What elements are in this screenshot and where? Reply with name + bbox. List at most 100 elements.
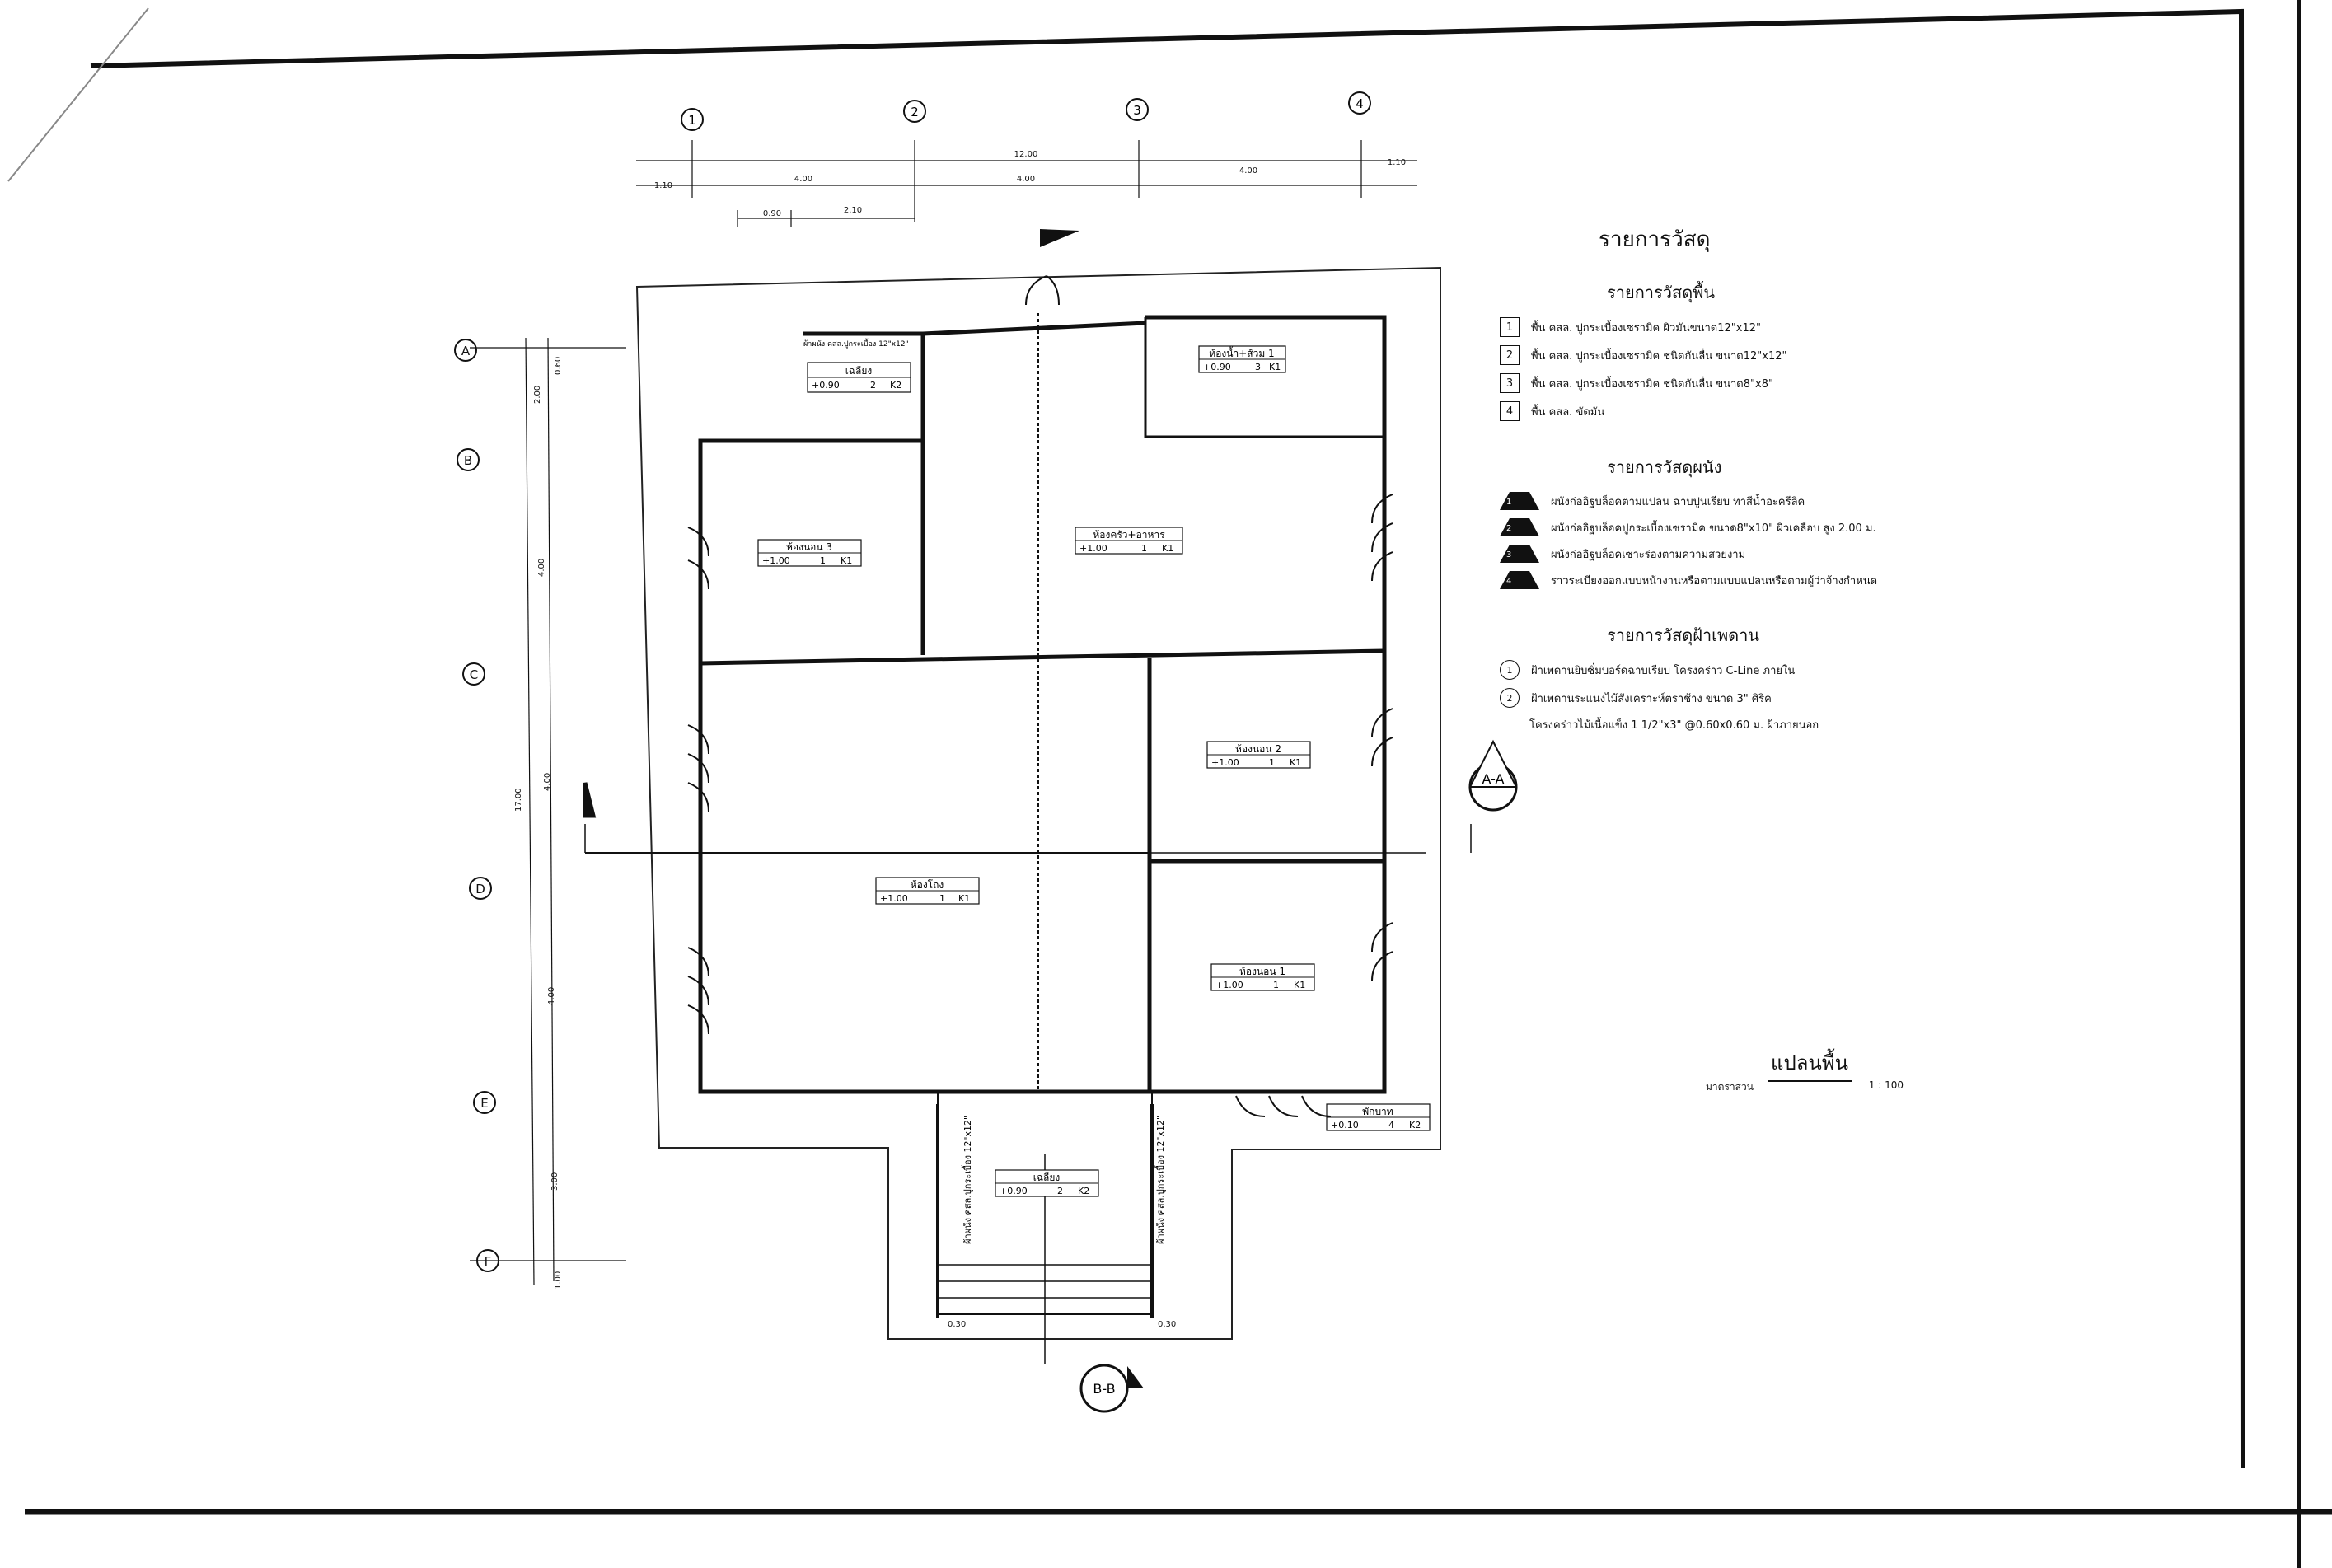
svg-text:4.00: 4.00 bbox=[1239, 166, 1257, 176]
svg-text:1: 1 bbox=[820, 555, 826, 566]
svg-text:+1.00: +1.00 bbox=[880, 893, 908, 904]
triangle-icon: 3 bbox=[1500, 545, 1539, 563]
floor-text: พื้น คสล. ปูกระเบื้องเซรามิค ชนิดกันลื่น… bbox=[1531, 377, 1773, 391]
page-corner-fold bbox=[7, 7, 149, 182]
svg-text:ห้องครัว+อาหาร: ห้องครัว+อาหาร bbox=[1093, 529, 1165, 541]
room-bathroom-1: ห้องน้ำ+ส้วม 1 +0.90 3 K1 bbox=[1198, 345, 1286, 373]
column-label-1: 1 bbox=[688, 113, 696, 128]
svg-text:D: D bbox=[475, 882, 485, 896]
svg-text:K2: K2 bbox=[1078, 1186, 1089, 1196]
north-flag bbox=[1040, 229, 1079, 247]
room-bedroom-1: ห้องนอน 1 +1.00 1 K1 bbox=[1210, 963, 1315, 991]
svg-text:ห้องนอน 1: ห้องนอน 1 bbox=[1239, 966, 1285, 977]
ceiling-text: ฝ้าเพดานระแนงไม้สังเคราะห์ตราช้าง ขนาด 3… bbox=[1531, 692, 1772, 705]
svg-text:K1: K1 bbox=[1269, 362, 1281, 372]
plan-title: แปลนพื้น bbox=[1768, 1046, 1852, 1082]
svg-text:2.00: 2.00 bbox=[533, 386, 542, 404]
svg-text:+0.90: +0.90 bbox=[1000, 1186, 1028, 1196]
svg-text:+1.00: +1.00 bbox=[1211, 757, 1239, 768]
sheet-border bbox=[90, 8, 2245, 1469]
svg-text:ห้องนอน 2: ห้องนอน 2 bbox=[1235, 743, 1281, 755]
legend-wall-item: 4 ราวระเบียงออกแบบหน้างานหรือตามแบบแปลนหร… bbox=[1500, 571, 2011, 589]
svg-text:K1: K1 bbox=[1290, 757, 1301, 768]
floor-code: 4 bbox=[1500, 401, 1520, 421]
windows bbox=[687, 275, 1393, 1117]
svg-text:K1: K1 bbox=[958, 893, 970, 904]
outer-walls bbox=[583, 313, 1472, 1094]
room-bedroom-3: ห้องนอน 3 +1.00 1 K1 bbox=[757, 539, 862, 567]
floor-code: 3 bbox=[1500, 373, 1520, 393]
triangle-icon: 1 bbox=[1500, 492, 1539, 510]
svg-text:0.60: 0.60 bbox=[554, 357, 563, 375]
svg-text:1: 1 bbox=[1269, 757, 1275, 768]
svg-text:1: 1 bbox=[1273, 980, 1279, 990]
room-bedroom-2: ห้องนอน 2 +1.00 1 K1 bbox=[1206, 741, 1311, 769]
svg-text:1.10: 1.10 bbox=[654, 181, 672, 190]
wall-text: ผนังก่ออิฐบล็อคตามแปลน ฉาบปูนเรียบ ทาสีน… bbox=[1551, 495, 1805, 508]
column-label-3: 3 bbox=[1133, 103, 1141, 118]
svg-text:K2: K2 bbox=[1409, 1120, 1421, 1130]
svg-text:+0.90: +0.90 bbox=[1203, 362, 1231, 372]
legend-floor-title: รายการวัสดุพื้น bbox=[1607, 283, 1716, 302]
svg-text:K1: K1 bbox=[841, 555, 852, 566]
svg-text:3.00: 3.00 bbox=[550, 1172, 560, 1191]
legend-floor-item: 3 พื้น คสล. ปูกระเบื้องเซรามิค ชนิดกันลื่… bbox=[1500, 373, 2011, 393]
svg-text:1.10: 1.10 bbox=[1388, 158, 1406, 167]
room-landing: พักบาท +0.10 4 K2 bbox=[1326, 1103, 1431, 1131]
svg-text:+1.00: +1.00 bbox=[1079, 543, 1107, 554]
left-dimension-lines bbox=[470, 337, 626, 1286]
svg-text:4.00: 4.00 bbox=[547, 987, 556, 1005]
svg-text:1: 1 bbox=[1141, 543, 1147, 554]
svg-text:4: 4 bbox=[1388, 1120, 1394, 1130]
section-marker-b: B-B bbox=[1044, 1154, 1144, 1413]
floor-code: 1 bbox=[1500, 317, 1520, 337]
svg-text:F: F bbox=[485, 1254, 492, 1269]
wall-text: ผนังก่ออิฐบล็อคเซาะร่องตามความสวยงาม bbox=[1551, 548, 1746, 561]
wall-note-top: ผ้าผนัง คสล.ปูกระเบื้อง 12"x12" bbox=[803, 338, 909, 349]
circle-icon: 1 bbox=[1500, 660, 1520, 680]
wall-note-right-porch: ผ้าผนัง คสล.ปูกระเบื้อง 12"x12" bbox=[1154, 1116, 1166, 1244]
svg-text:4.00: 4.00 bbox=[1017, 175, 1035, 184]
triangle-icon: 4 bbox=[1500, 571, 1539, 589]
room-kitchen-dining: ห้องครัว+อาหาร +1.00 1 K1 bbox=[1075, 527, 1183, 555]
circle-icon: 2 bbox=[1500, 688, 1520, 708]
svg-text:2: 2 bbox=[1057, 1186, 1063, 1196]
floor-text: พื้น คสล. ปูกระเบื้องเซรามิค ผิวมันขนาด1… bbox=[1531, 321, 1761, 335]
svg-text:K1: K1 bbox=[1162, 543, 1173, 554]
legend-ceiling-item: 2 ฝ้าเพดานระแนงไม้สังเคราะห์ตราช้าง ขนาด … bbox=[1500, 688, 2011, 708]
svg-text:12.00: 12.00 bbox=[1014, 150, 1038, 159]
top-dimension-lines bbox=[636, 140, 1417, 227]
svg-text:1.00: 1.00 bbox=[554, 1271, 563, 1290]
column-label-4: 4 bbox=[1356, 96, 1364, 111]
svg-text:0.90: 0.90 bbox=[763, 209, 781, 218]
legend-floor-item: 1 พื้น คสล. ปูกระเบื้องเซรามิค ผิวมันขนาด… bbox=[1500, 317, 2011, 337]
svg-text:+0.10: +0.10 bbox=[1331, 1120, 1359, 1130]
svg-text:4.00: 4.00 bbox=[543, 773, 552, 791]
svg-text:4.00: 4.00 bbox=[794, 175, 812, 184]
svg-text:+0.90: +0.90 bbox=[812, 380, 840, 391]
wall-text: ผนังก่ออิฐบล็อคปูกระเบื้องเซรามิค ขนาด8"… bbox=[1551, 522, 1876, 535]
legend-ceiling-item: 1 ฝ้าเพดานยิบซั่มบอร์ดฉาบเรียบ โครงคร่าว … bbox=[1500, 660, 2011, 680]
svg-text:A-A: A-A bbox=[1482, 771, 1505, 787]
wall-note-left-porch: ผ้าผนัง คสล.ปูกระเบื้อง 12"x12" bbox=[961, 1116, 973, 1244]
room-living-hall: ห้องโถง +1.00 1 K1 bbox=[875, 877, 980, 905]
room-porch-front: เฉลียง +0.90 2 K2 bbox=[995, 1169, 1099, 1197]
svg-text:0.30: 0.30 bbox=[948, 1320, 966, 1329]
svg-text:+1.00: +1.00 bbox=[1215, 980, 1243, 990]
wall-text: ราวระเบียงออกแบบหน้างานหรือตามแบบแปลนหรื… bbox=[1551, 574, 1878, 587]
ceiling-text: ฝ้าเพดานยิบซั่มบอร์ดฉาบเรียบ โครงคร่าว C… bbox=[1531, 664, 1796, 677]
svg-text:1: 1 bbox=[939, 893, 945, 904]
svg-text:E: E bbox=[480, 1096, 488, 1111]
svg-text:B: B bbox=[464, 453, 472, 468]
svg-text:A: A bbox=[461, 344, 471, 358]
legend-wall-title: รายการวัสดุผนัง bbox=[1607, 457, 1722, 477]
svg-text:3: 3 bbox=[1255, 362, 1261, 372]
row-grid-markers bbox=[454, 339, 499, 1272]
svg-text:2.10: 2.10 bbox=[844, 206, 862, 215]
section-marker-a: A-A bbox=[1468, 739, 1518, 812]
scale-row: มาตราส่วน 1 : 100 bbox=[1706, 1079, 1904, 1095]
svg-text:เฉลียง: เฉลียง bbox=[845, 365, 873, 377]
